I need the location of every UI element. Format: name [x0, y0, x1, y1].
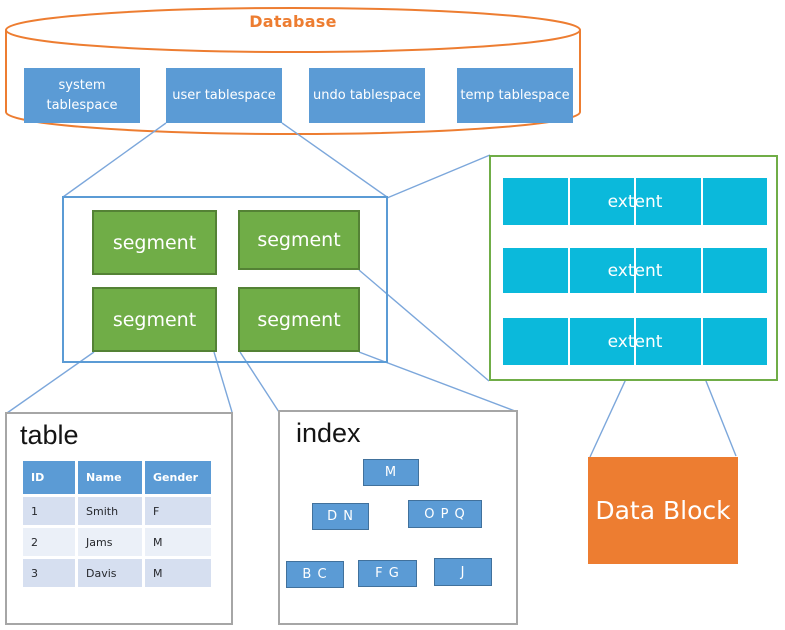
segment-box-3: segment: [92, 287, 217, 352]
extent-cell: [503, 248, 568, 293]
extent-cell: [569, 178, 634, 225]
table-cell: M: [145, 528, 211, 557]
table-cell: 2: [23, 528, 75, 557]
connector-lines: [6, 122, 737, 458]
extent-cell: [702, 178, 767, 225]
extent-cell: [503, 178, 568, 225]
extent-cell: [503, 318, 568, 365]
line-usertablespace-to-segments-left: [62, 122, 167, 198]
btree-node-mid-right: O P Q: [408, 500, 482, 528]
example-table: ID Name Gender 1 Smith F 2 Jams M 3 Davi…: [20, 458, 214, 590]
line-segments-to-extents-top: [386, 154, 491, 199]
table-cell: 1: [23, 497, 75, 526]
table-header-gender: Gender: [145, 461, 211, 495]
btree-node-leaf-b: F G: [358, 560, 417, 587]
extent-cell: [702, 318, 767, 365]
extent-cell: [702, 248, 767, 293]
segment-box-2: segment: [238, 210, 360, 270]
table-cell: Smith: [78, 497, 142, 526]
data-block-box: Data Block: [588, 457, 738, 564]
table-panel-title: table: [20, 420, 79, 450]
table-cell: Davis: [78, 559, 142, 588]
btree-node-root: M: [363, 459, 419, 486]
table-cell: 3: [23, 559, 75, 588]
segment-container: [62, 196, 388, 363]
tablespace-box-user: user tablespace: [166, 68, 282, 123]
line-extent-to-datablock-left: [589, 365, 633, 458]
tablespace-box-system: system tablespace: [24, 68, 140, 123]
segment-box-4: segment: [238, 287, 360, 352]
btree-node-leaf-a: B C: [286, 561, 344, 588]
table-cell: M: [145, 559, 211, 588]
table-cell: F: [145, 497, 211, 526]
table-panel: table ID Name Gender 1 Smith F 2 Jams M …: [5, 412, 233, 625]
table-header-id: ID: [23, 461, 75, 495]
segment-box-1: segment: [92, 210, 217, 275]
extent-cell: [636, 318, 701, 365]
table-row: 3 Davis M: [23, 559, 211, 588]
extent-cell: [569, 248, 634, 293]
line-segment-to-extents-bottom: [358, 269, 490, 382]
tablespace-box-undo: undo tablespace: [309, 68, 425, 123]
extent-cell: [569, 318, 634, 365]
index-panel-title: index: [296, 418, 361, 448]
table-row: 2 Jams M: [23, 528, 211, 557]
btree-node-leaf-c: J: [434, 558, 492, 586]
extent-row-1: extent: [503, 178, 767, 225]
table-header-name: Name: [78, 461, 142, 495]
extent-cell: [636, 248, 701, 293]
line-usertablespace-to-segments-right: [281, 122, 388, 198]
database-title: Database: [249, 12, 337, 31]
extent-row-2: extent: [503, 248, 767, 293]
table-header-row: ID Name Gender: [23, 461, 211, 495]
extent-row-3: extent: [503, 318, 767, 365]
table-row: 1 Smith F: [23, 497, 211, 526]
line-extent-to-datablock-right: [699, 365, 737, 457]
tablespace-box-temp: temp tablespace: [457, 68, 573, 123]
btree-node-mid-left: D N: [312, 503, 369, 530]
table-cell: Jams: [78, 528, 142, 557]
extent-cell: [636, 178, 701, 225]
